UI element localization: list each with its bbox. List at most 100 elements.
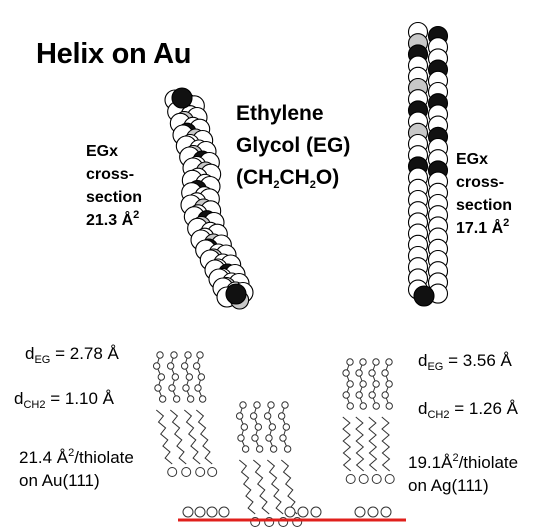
- au-deg-label: dEG = 2.78 Å: [25, 344, 119, 366]
- alkyl-chain: [280, 459, 298, 515]
- sulfur-atom: [195, 467, 206, 477]
- sulfur-atom: [181, 467, 192, 477]
- chain-atom: [197, 373, 206, 381]
- surface-atom: [310, 506, 322, 518]
- chain-atom: [279, 434, 287, 442]
- ag-surface-label: on Ag(111): [408, 476, 489, 495]
- alkyl-chain: [238, 459, 256, 515]
- chain-atom: [355, 369, 363, 377]
- left-cross-section-label: EGx cross- section 21.3 Å2: [86, 143, 143, 229]
- chain-atom: [381, 391, 389, 399]
- surface-atom: [284, 506, 296, 518]
- sulfur-atom: [167, 467, 178, 477]
- sulfur-atom: [207, 467, 218, 477]
- surface-atom: [218, 506, 230, 518]
- helix-atom: [171, 87, 193, 109]
- chain-atom: [346, 358, 354, 366]
- chain-atom: [385, 380, 393, 388]
- chain-atom: [184, 351, 192, 359]
- helix-atom: [225, 283, 247, 305]
- chain-atom: [171, 373, 180, 381]
- alkyl-chain: [355, 416, 365, 472]
- chain-atom: [182, 384, 190, 392]
- chain-atom: [368, 391, 376, 399]
- chain-atom: [192, 362, 201, 370]
- chain-atom: [265, 434, 273, 442]
- chain-atom: [249, 412, 258, 420]
- alkyl-chain: [266, 459, 284, 515]
- chain-atom: [237, 434, 245, 442]
- chain-atom: [241, 445, 250, 453]
- chain-atom: [268, 423, 277, 431]
- au-area-label: 21.4 Å2/thiolate: [19, 447, 134, 467]
- left-helix-model: [164, 87, 254, 310]
- alkyl-chain: [252, 459, 270, 515]
- chain-atom: [355, 391, 363, 399]
- chain-atom: [253, 401, 261, 409]
- chain-atom: [342, 391, 350, 399]
- alkyl-chain: [155, 409, 173, 465]
- chain-atom: [385, 402, 393, 410]
- sulfur-atom: [371, 474, 382, 484]
- right-helix-model: [407, 21, 449, 307]
- chain-atom: [281, 401, 289, 409]
- chain-atom: [172, 395, 181, 403]
- chain-atom: [282, 423, 291, 431]
- chain-atom: [267, 401, 275, 409]
- surface-atom: [380, 506, 392, 518]
- chain-atom: [198, 395, 207, 403]
- alkyl-chain: [169, 409, 187, 465]
- chain-atom: [186, 395, 195, 403]
- page-title: Helix on Au: [36, 38, 192, 70]
- chain-atom: [263, 412, 272, 420]
- alkyl-chain: [195, 409, 213, 465]
- chain-atom: [342, 369, 350, 377]
- chain-atom: [240, 423, 249, 431]
- chain-atom: [251, 434, 259, 442]
- chain-atom: [194, 384, 202, 392]
- chain-atom: [254, 423, 263, 431]
- chain-atom: [283, 445, 292, 453]
- helix-atom: [413, 285, 435, 307]
- chain-atom: [359, 402, 367, 410]
- surface-atom: [206, 506, 218, 518]
- surface-atom: [367, 506, 379, 518]
- eg-formula: (CH2CH2O): [236, 166, 340, 191]
- ag-area-label: 19.1Å2/thiolate: [408, 452, 519, 472]
- chain-atom: [255, 445, 264, 453]
- eg-label-line2: Glycol (EG): [236, 134, 351, 157]
- alkyl-chain: [368, 416, 378, 472]
- ag-deg-label: dEG = 3.56 Å: [418, 351, 512, 373]
- right-cross-section-label: EGx cross- section 17.1 Å2: [456, 151, 513, 237]
- chain-atom: [239, 401, 247, 409]
- alkyl-chain: [183, 409, 201, 465]
- chain-atom: [156, 351, 164, 359]
- ethylene-glycol-label: Ethylene Glycol (EG) (CH2CH2O): [236, 98, 350, 197]
- alkyl-chain: [342, 416, 352, 472]
- chain-atom: [196, 351, 204, 359]
- surface-atom: [354, 506, 366, 518]
- chain-atom: [170, 351, 178, 359]
- alkyl-chain: [381, 416, 391, 472]
- au-dch2-label: dCH2 = 1.10 Å: [14, 389, 115, 411]
- chain-atom: [381, 369, 389, 377]
- chain-atom: [180, 362, 189, 370]
- chain-atom: [368, 369, 376, 377]
- chain-atom: [158, 395, 167, 403]
- chain-atom: [359, 358, 367, 366]
- chain-atom: [372, 380, 380, 388]
- chain-atom: [185, 373, 194, 381]
- eg-label-line1: Ethylene: [236, 102, 324, 125]
- chain-atom: [346, 380, 354, 388]
- chain-atom: [157, 373, 166, 381]
- sulfur-atom: [358, 474, 369, 484]
- chain-atom: [152, 362, 161, 370]
- au-surface-label: on Au(111): [19, 471, 100, 490]
- surface-atom: [194, 506, 206, 518]
- surface-atom: [182, 506, 194, 518]
- chain-atom: [166, 362, 175, 370]
- ag-dch2-label: dCH2 = 1.26 Å: [418, 399, 519, 421]
- sulfur-atom: [384, 474, 395, 484]
- sam-chains: [152, 351, 395, 527]
